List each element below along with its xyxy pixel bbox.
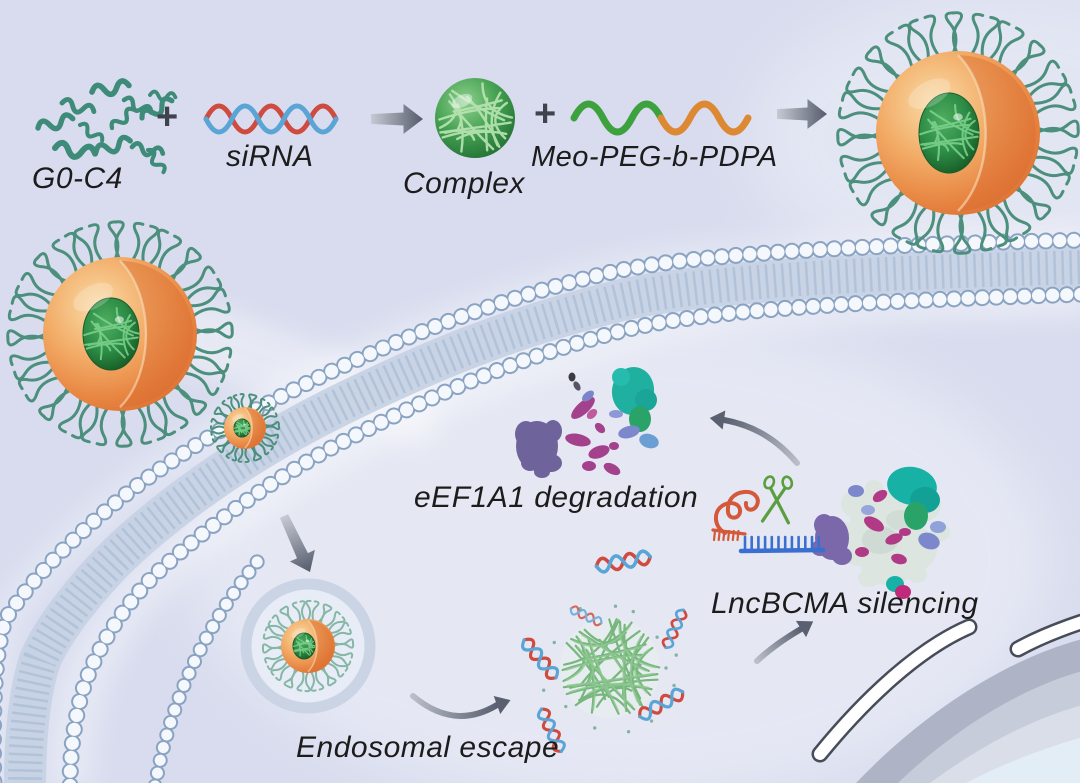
released-complex: [537, 604, 678, 734]
endosomal-escape-label: Endosomal escape: [296, 731, 560, 764]
plus-sign-1: +: [156, 96, 179, 138]
polymer-chain: [570, 100, 752, 136]
scissors-icon: [760, 475, 794, 525]
antisense-comb-blue: [743, 535, 820, 551]
polymer-label: Meo-PEG-b-PDPA: [531, 141, 778, 173]
pdpa-block: [657, 100, 752, 136]
nucleus: [811, 613, 1080, 783]
antisense-strand-icon: [738, 547, 826, 554]
plus-sign-2: +: [534, 93, 557, 135]
nanoparticle-in-endosome: [261, 599, 355, 693]
sirna-helix: [203, 103, 339, 135]
risc-silencing-complex: [835, 466, 950, 599]
g0-c4-polymer: [37, 80, 178, 174]
nanoparticle-large: [6, 220, 234, 448]
nuclear-envelope-dashes: [811, 613, 1080, 763]
eef1a1-degradation-label: eEF1A1 degradation: [414, 481, 699, 514]
rna-comb-orange: [712, 529, 740, 542]
eef1a1-protein-fragments: [515, 367, 659, 478]
complex-sphere: [435, 78, 515, 158]
g0-c4-label: G0-C4: [32, 162, 123, 195]
nanoparticle-at-membrane: [209, 393, 281, 464]
complex-label: Complex: [403, 167, 525, 200]
sirna-label: siRNA: [226, 140, 314, 173]
lncbcma-silencing-label: LncBCMA silencing: [711, 587, 979, 620]
process-arrows: [279, 99, 827, 719]
nanoparticle-top-right: [836, 11, 1080, 255]
peg-block: [570, 100, 665, 136]
